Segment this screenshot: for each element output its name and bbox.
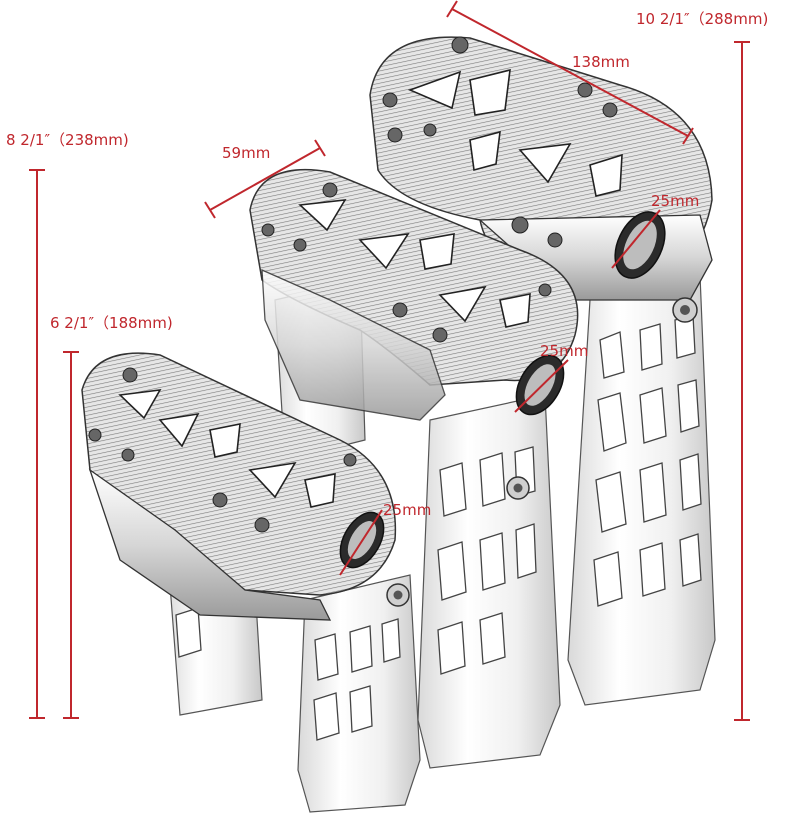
bore-short-label: 25mm [383,501,432,519]
riser-short [81,352,421,813]
mid-height-label: 8 2/1″（238mm) [6,131,129,149]
riser-mid [249,168,579,769]
riser-tall [369,36,716,706]
clamp-width-label: 59mm [222,144,271,162]
bore-mid-label: 25mm [540,342,589,360]
bore-tall-label: 25mm [651,192,700,210]
dimension-lines [29,0,750,721]
tall-height-label: 10 2/1″（288mm) [636,10,769,28]
short-height-label: 6 2/1″（188mm) [50,314,173,332]
top-length-label: 138mm [572,53,630,71]
